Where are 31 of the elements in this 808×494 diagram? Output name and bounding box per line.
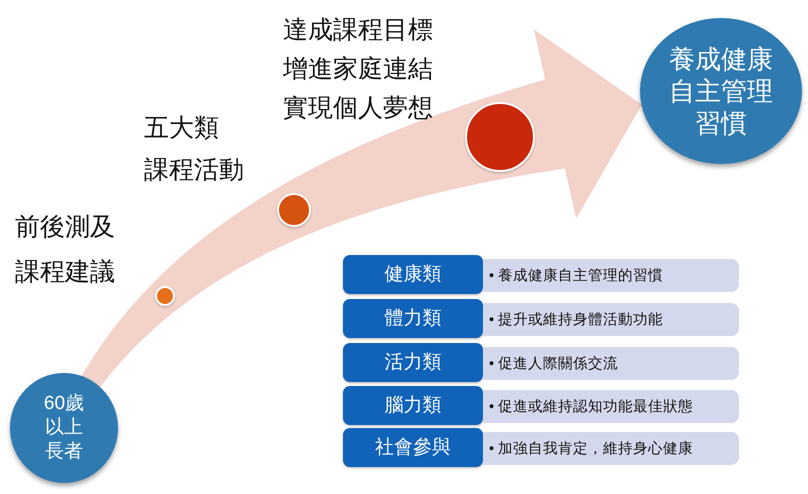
caption-text: 五大類課程活動 xyxy=(144,113,245,186)
category-box xyxy=(343,343,483,382)
category-box xyxy=(343,255,483,294)
bullet-text: • 促進人際關係交流 xyxy=(489,354,618,374)
category-box xyxy=(343,299,483,338)
caption-text: 前後測及課程建議 xyxy=(15,212,116,288)
bullet-text: • 促進或維持認知功能最佳狀態 xyxy=(489,398,694,416)
curved-arrow xyxy=(489,29,642,219)
category-label: 健康類 xyxy=(384,262,442,286)
circle-label: 60歲以上長者 xyxy=(42,392,86,464)
description-box xyxy=(483,347,739,380)
category-label: 活力類 xyxy=(384,350,442,374)
description-box xyxy=(483,390,739,423)
circle-label: 養成健康自主管理習慣 xyxy=(668,43,774,139)
category-label: 社會參與 xyxy=(375,436,451,460)
caption-text: 實現個人夢想 xyxy=(283,93,433,124)
category-label: 腦力類 xyxy=(384,394,442,418)
description-box xyxy=(483,259,739,292)
category-label: 體力類 xyxy=(384,306,442,330)
bullet-text: • 養成健康自主管理的習慣 xyxy=(489,266,664,286)
caption-text: 達成課程目標 xyxy=(283,15,433,46)
category-box xyxy=(343,386,483,425)
category-box xyxy=(343,428,483,467)
curved-arrow xyxy=(152,186,307,310)
curved-arrow xyxy=(281,96,511,236)
bullet-text: • 提升或維持身體活動功能 xyxy=(489,310,664,330)
caption-text: 增進家庭連結 xyxy=(283,54,433,85)
description-box xyxy=(483,432,739,465)
bullet-text: • 加強自我肯定，維持身心健康 xyxy=(489,440,694,458)
curved-arrow xyxy=(82,283,177,388)
description-box xyxy=(483,303,739,336)
